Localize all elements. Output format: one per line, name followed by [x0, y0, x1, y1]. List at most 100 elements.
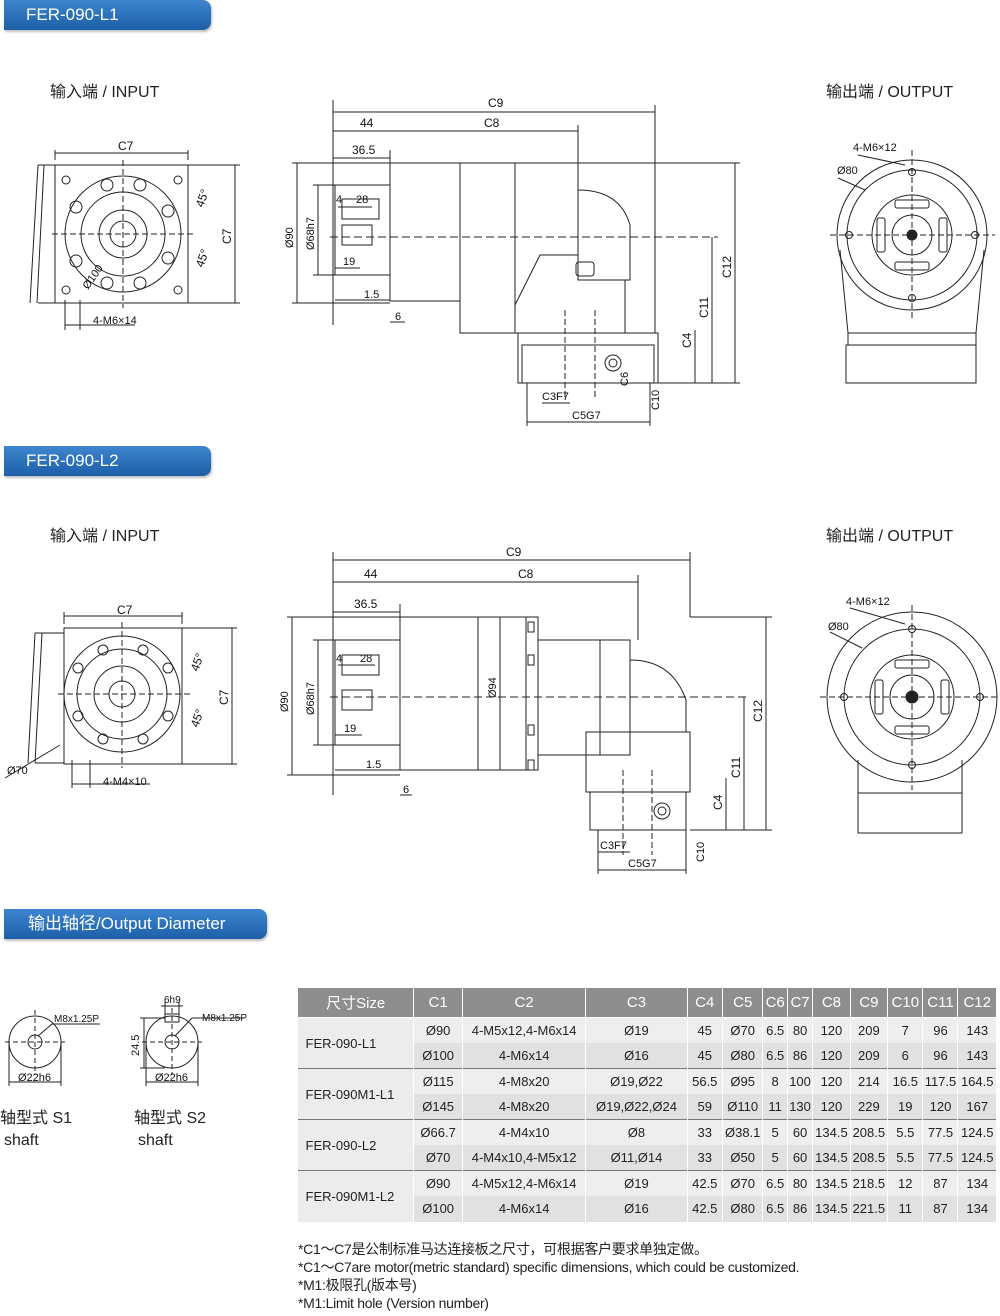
table-cell: Ø145: [413, 1094, 463, 1120]
l2-dim-19: 19: [344, 723, 356, 735]
table-cell: 134.5: [812, 1170, 851, 1196]
table-cell: 16.5: [887, 1068, 924, 1094]
shaft-s2-label: 轴型式 S2 shaft: [134, 1108, 206, 1152]
note-3: *M1:极限孔(版本号): [298, 1277, 417, 1293]
table-cell: 117.5: [922, 1068, 959, 1094]
table-cell: 221.5: [850, 1196, 889, 1222]
section-banner-l2: FER-090-L2: [4, 446, 211, 476]
table-cell: 209: [850, 1043, 889, 1069]
table-cell: 120: [812, 1068, 851, 1094]
l1-dim-c12: C12: [720, 256, 734, 278]
l2-dim-phi94: Ø94: [487, 677, 499, 698]
shaft-s1-name: 轴型式 S1: [0, 1110, 73, 1127]
input-label-l2: 输入端 / INPUT: [50, 528, 160, 545]
col-c7: C7: [786, 987, 814, 1018]
table-cell-model: FER-090-L2: [297, 1119, 415, 1171]
table-cell: 4-M5x12,4-M6x14: [462, 1170, 587, 1196]
table-cell: Ø80: [722, 1043, 764, 1069]
l2-dim-holes-in: 4-M4×10: [103, 776, 147, 788]
table-cell: Ø16: [585, 1196, 688, 1222]
table-cell: Ø95: [722, 1068, 764, 1094]
table-cell: 96: [922, 1017, 959, 1043]
l2-angle-top: 45°: [188, 651, 207, 673]
l2-dim-c3: C3F7: [600, 840, 627, 852]
table-cell: 4-M4x10,4-M5x12: [462, 1145, 587, 1171]
l2-angle-bottom: 45°: [188, 707, 207, 729]
table-cell: 45: [687, 1017, 723, 1043]
table-cell: 4-M6x14: [462, 1196, 587, 1222]
table-cell: 218.5: [850, 1170, 889, 1196]
l2-dim-c9: C9: [506, 545, 522, 559]
l1-dim-phi80: Ø80: [837, 165, 858, 177]
l1-dim-4: 4: [336, 194, 342, 206]
table-cell-model: FER-090M1-L1: [297, 1068, 415, 1120]
table-cell: 6.5: [762, 1196, 788, 1222]
table-cell: 45: [687, 1043, 723, 1069]
shaft-s1-drawing: M8x1.25P Ø22h6: [5, 1010, 100, 1086]
table-cell: Ø19: [585, 1170, 688, 1196]
l1-dim-44: 44: [360, 116, 374, 130]
table-cell: 5.5: [887, 1119, 924, 1145]
table-cell: 12: [887, 1170, 924, 1196]
table-cell: Ø50: [722, 1145, 764, 1171]
table-cell: 100: [787, 1068, 814, 1094]
section-banner-output: 输出轴径/Output Diameter: [4, 909, 267, 939]
l2-dim-c10: C10: [695, 842, 707, 862]
l1-dim-c6: C6: [619, 372, 631, 386]
table-cell-model: FER-090-L1: [297, 1017, 415, 1069]
table-cell: Ø19,Ø22: [585, 1068, 688, 1094]
table-cell: Ø90: [413, 1170, 463, 1196]
input-label-l1: 输入端 / INPUT: [50, 84, 160, 101]
table-cell: 120: [812, 1017, 851, 1043]
shaft-s1-sub: shaft: [4, 1132, 39, 1149]
shaft-s2-key: 6h9: [164, 995, 181, 1006]
table-cell: 86: [787, 1196, 814, 1222]
l1-dim-c8: C8: [484, 116, 500, 130]
l1-dim-holes-in: 4-M6×14: [93, 315, 137, 327]
l2-dim-holes-out: 4-M6×12: [846, 596, 890, 608]
l1-dim-c9: C9: [488, 96, 504, 110]
table-cell: 80: [787, 1017, 814, 1043]
col-size: 尺寸Size: [296, 987, 415, 1018]
table-cell: 134: [957, 1170, 997, 1196]
shaft-s2-diameter: Ø22h6: [155, 1072, 188, 1084]
table-cell: 59: [687, 1094, 723, 1120]
l1-dim-19: 19: [343, 256, 355, 268]
col-c10: C10: [887, 987, 924, 1018]
table-cell: 208.5: [850, 1119, 889, 1145]
table-cell: 134.5: [812, 1145, 851, 1171]
table-cell: 19: [887, 1094, 924, 1120]
table-cell: 134.5: [812, 1196, 851, 1222]
table-cell: Ø8: [585, 1119, 688, 1145]
l2-dim-c7-top: C7: [117, 603, 133, 617]
l1-dim-c5: C5G7: [572, 410, 601, 422]
l1-dim-c4: C4: [680, 332, 694, 348]
table-cell: Ø70: [722, 1170, 764, 1196]
table-cell: 60: [787, 1119, 814, 1145]
l2-side-drawing: C9 C8 44 36.5 4 28 19 1.5 6 Ø90 Ø68h7 Ø9…: [279, 545, 772, 874]
l2-dim-1-5: 1.5: [366, 759, 381, 771]
l2-dim-phi80: Ø80: [828, 621, 849, 633]
shaft-s2-sub: shaft: [138, 1132, 173, 1149]
col-c6: C6: [762, 987, 788, 1018]
table-cell: Ø19: [585, 1017, 688, 1043]
table-cell: Ø115: [413, 1068, 463, 1094]
note-4: *M1:Limit hole (Version number): [298, 1295, 489, 1311]
output-label-l1: 输出端 / OUTPUT: [826, 84, 954, 101]
table-cell: 214: [850, 1068, 889, 1094]
l2-dim-c5: C5G7: [628, 858, 657, 870]
table-cell: 86: [787, 1043, 814, 1069]
table-cell: 5.5: [887, 1145, 924, 1171]
table-cell: 87: [922, 1196, 959, 1222]
table-cell: 42.5: [687, 1196, 723, 1222]
table-cell: Ø100: [413, 1043, 463, 1069]
table-cell: 130: [787, 1094, 814, 1120]
col-c12: C12: [957, 987, 997, 1018]
l2-dim-c8: C8: [518, 567, 534, 581]
table-cell: Ø19,Ø22,Ø24: [585, 1094, 688, 1120]
shaft-s1-label: 轴型式 S1 shaft: [0, 1108, 72, 1152]
l2-dim-6: 6: [403, 784, 409, 796]
footnotes: *C1～C7是公制标准马达连接板之尺寸，可根据客户要求单独定做。 *C1～C7a…: [298, 1240, 800, 1312]
